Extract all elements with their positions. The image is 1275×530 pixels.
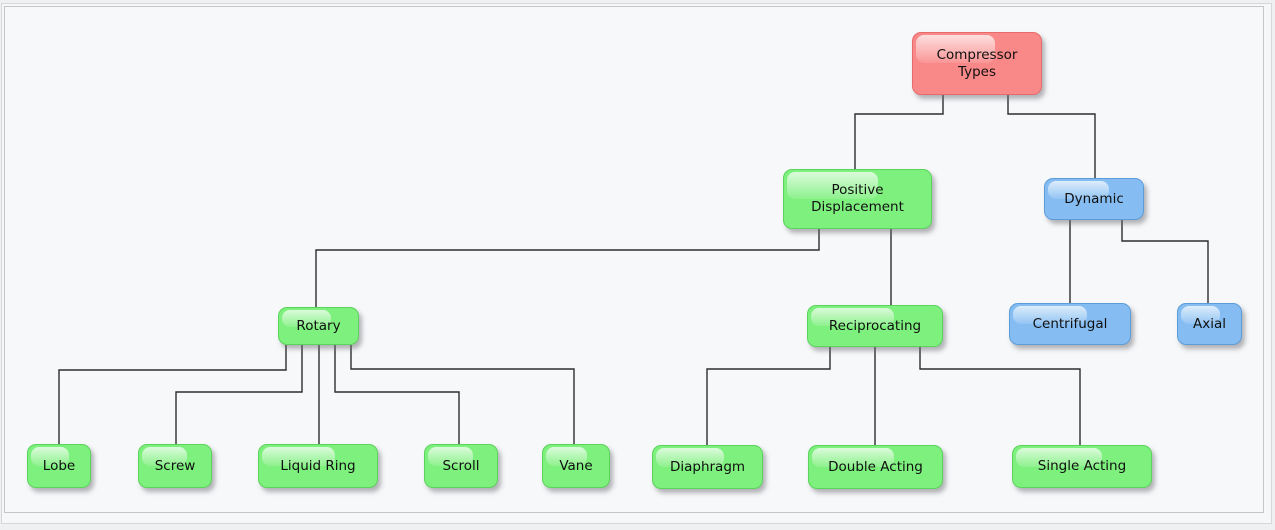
node-double-acting: Double Acting <box>808 445 943 489</box>
node-label-dynamic: Dynamic <box>1064 190 1124 207</box>
node-label-positive-displacement: Positive Displacement <box>811 182 904 215</box>
node-single-acting: Single Acting <box>1012 445 1152 488</box>
node-label-reciprocating: Reciprocating <box>828 317 922 334</box>
edge-dynamic-to-axial <box>1121 220 1209 303</box>
node-positive-displacement: Positive Displacement <box>783 169 932 229</box>
edge-reciprocating-to-single-acting <box>919 347 1081 445</box>
node-scroll: Scroll <box>424 444 498 488</box>
node-label-centrifugal: Centrifugal <box>1032 315 1108 332</box>
node-centrifugal: Centrifugal <box>1009 303 1131 345</box>
node-reciprocating: Reciprocating <box>807 305 943 347</box>
edge-compressor-types-to-positive-displacement <box>854 95 944 169</box>
node-vane: Vane <box>542 444 610 488</box>
diagram-inner-frame <box>4 6 1264 513</box>
node-axial: Axial <box>1177 303 1242 345</box>
node-label-double-acting: Double Acting <box>828 458 923 475</box>
node-liquid-ring: Liquid Ring <box>258 444 378 488</box>
edge-reciprocating-to-diaphragm <box>706 347 831 445</box>
node-rotary: Rotary <box>278 307 359 345</box>
edge-rotary-to-vane <box>350 345 575 444</box>
node-dynamic: Dynamic <box>1044 178 1144 220</box>
node-label-scroll: Scroll <box>442 457 480 474</box>
node-label-single-acting: Single Acting <box>1037 458 1127 475</box>
edge-compressor-types-to-dynamic <box>1007 95 1096 178</box>
edge-positive-displacement-to-rotary <box>315 229 820 307</box>
edge-rotary-to-screw <box>175 345 303 444</box>
node-label-compressor-types: Compressor Types <box>936 46 1018 80</box>
node-label-liquid-ring: Liquid Ring <box>280 457 356 474</box>
node-screw: Screw <box>138 444 212 488</box>
node-diaphragm: Diaphragm <box>652 445 763 489</box>
edge-rotary-to-lobe <box>58 345 287 444</box>
node-lobe: Lobe <box>27 444 91 488</box>
node-label-diaphragm: Diaphragm <box>669 458 746 475</box>
node-label-screw: Screw <box>154 457 196 474</box>
node-label-axial: Axial <box>1193 315 1226 332</box>
node-label-vane: Vane <box>559 457 593 474</box>
node-label-rotary: Rotary <box>296 317 341 334</box>
edge-rotary-to-scroll <box>334 345 460 444</box>
node-compressor-types: Compressor Types <box>912 32 1042 95</box>
node-label-lobe: Lobe <box>42 457 76 474</box>
